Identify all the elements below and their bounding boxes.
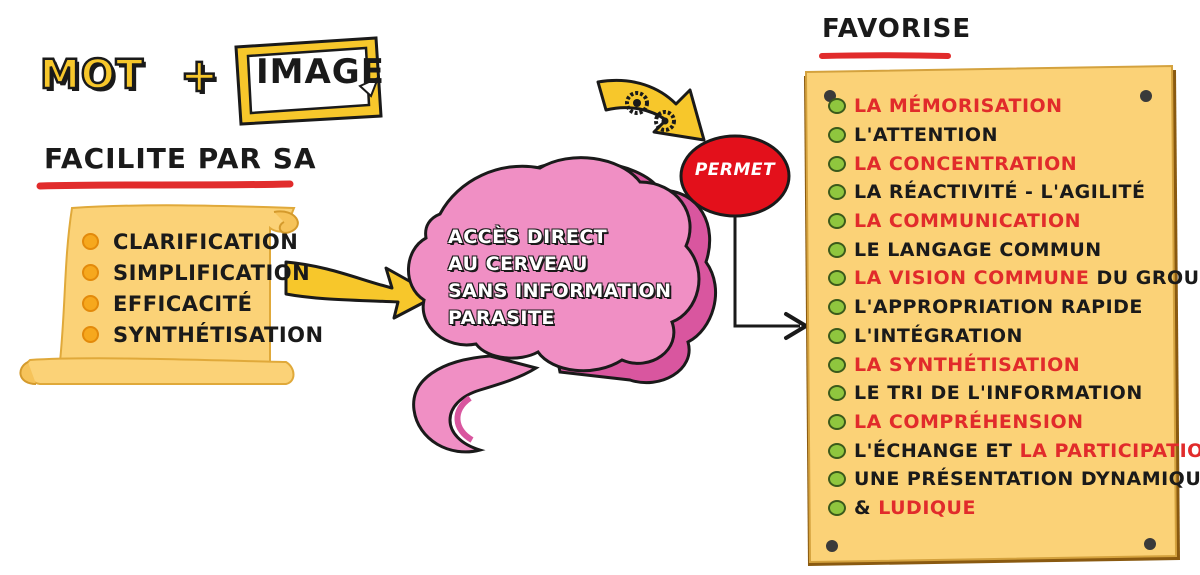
board-item-text: LA PARTICIPATION [1019, 439, 1200, 462]
scroll-parchment [19, 204, 299, 385]
scroll-item-label: EFFICACITÉ [113, 291, 253, 316]
board-item: LE TRI DE L'INFORMATION [828, 379, 1163, 408]
title-image: IMAGE [256, 52, 385, 92]
board-item-text: LA CONCENTRATION [854, 152, 1078, 175]
board-item-text: LE LANGAGE COMMUN [854, 238, 1102, 261]
bullet-dot [828, 413, 846, 430]
bullet-dot [828, 442, 846, 459]
scroll-list: CLARIFICATION SIMPLIFICATION EFFICACITÉ … [82, 226, 323, 350]
board-item: L'ATTENTION [828, 121, 1163, 150]
bullet-dot [82, 295, 99, 312]
bullet-dot [828, 98, 846, 115]
image-card [234, 36, 383, 126]
board-item-text: L'ATTENTION [854, 124, 998, 147]
title-plus: + [179, 47, 220, 104]
brain-text: ACCÈS DIRECT AU CERVEAU SANS INFORMATION… [448, 224, 672, 332]
board-item: LA COMPRÉHENSION [828, 408, 1163, 437]
scroll-item: SIMPLIFICATION [82, 257, 310, 288]
brain-line: PARASITE [448, 307, 555, 329]
board-item: LA SYNTHÉTISATION [828, 350, 1163, 379]
facilite-underline [36, 180, 294, 190]
bullet-dot [82, 233, 99, 250]
board-item-text: L'ÉCHANGE ET [854, 439, 1020, 462]
bullet-dot [828, 155, 846, 172]
facilite-label: FACILITE PAR SA [44, 142, 317, 175]
board-item-text: L'APPROPRIATION RAPIDE [854, 296, 1143, 319]
connector-arrowhead [784, 312, 808, 340]
bullet-dot [828, 499, 846, 516]
brain [407, 156, 717, 454]
bullet-dot [828, 385, 846, 402]
board-item-text: LA RÉACTIVITÉ - L'AGILITÉ [854, 181, 1146, 204]
board-item-text: LA MÉMORISATION [854, 95, 1063, 118]
scroll-item-label: SIMPLIFICATION [113, 260, 311, 285]
bullet-dot [828, 241, 846, 258]
board-item-text: LA COMPRÉHENSION [854, 410, 1084, 433]
bullet-dot [828, 327, 846, 344]
scroll-item: CLARIFICATION [82, 226, 298, 257]
bullet-dot [828, 471, 846, 488]
board-item: L'INTÉGRATION [828, 322, 1163, 351]
bullet-dot [828, 270, 846, 287]
board-item-text: DU GROUPE [1096, 267, 1200, 290]
scroll-item: SYNTHÉTISATION [82, 319, 323, 350]
bullet-dot [828, 299, 846, 316]
arrow-scroll-to-brain [284, 260, 438, 320]
board-item: LA COMMUNICATION [828, 207, 1163, 236]
bullet-dot [82, 264, 99, 281]
board-item-text: & [854, 496, 879, 519]
board-item-text: LA VISION COMMUNE [854, 267, 1090, 290]
board-item-text: UNE PRÉSENTATION DYNAMIQUE [854, 468, 1200, 491]
favorise-label: FAVORISE [822, 14, 972, 44]
board-item-text: LA COMMUNICATION [854, 210, 1081, 233]
board-item-text: LE TRI DE L'INFORMATION [854, 382, 1143, 405]
board-item: UNE PRÉSENTATION DYNAMIQUE [828, 465, 1200, 494]
bullet-dot [82, 326, 99, 343]
brain-line: ACCÈS DIRECT [448, 226, 608, 248]
title-mot: MOT [39, 51, 145, 100]
scroll-item-label: SYNTHÉTISATION [113, 322, 324, 347]
bullet-dot [828, 213, 846, 230]
board-item: LA MÉMORISATION [828, 92, 1163, 121]
board-item: L'ÉCHANGE ET LA PARTICIPATION [828, 436, 1200, 465]
permet-label: PERMET [694, 160, 776, 180]
permet-badge [679, 134, 791, 218]
board-item-text: LUDIQUE [878, 496, 976, 519]
bullet-dot [828, 184, 846, 201]
board-item: & LUDIQUE [828, 494, 1163, 523]
board-item: LA VISION COMMUNE DU GROUPE [828, 264, 1200, 293]
board-item: LE LANGAGE COMMUN [828, 235, 1163, 264]
brain-line: SANS INFORMATION [448, 280, 672, 302]
board-item-text: L'INTÉGRATION [854, 324, 1023, 347]
brain-line: AU CERVEAU [448, 253, 588, 275]
scroll-item-label: CLARIFICATION [113, 229, 299, 254]
board-item: LA CONCENTRATION [828, 149, 1163, 178]
scroll-item: EFFICACITÉ [82, 288, 282, 319]
gears-arrow [596, 78, 706, 142]
bullet-dot [828, 127, 846, 144]
board-item: L'APPROPRIATION RAPIDE [828, 293, 1163, 322]
favorise-board [804, 64, 1180, 566]
connector-arrow [733, 212, 800, 328]
gears-icon [625, 91, 676, 132]
board-item-text: LA SYNTHÉTISATION [854, 353, 1081, 376]
board-list: LA MÉMORISATION L'ATTENTION LA CONCENTRATI… [828, 92, 1200, 523]
bullet-dot [828, 356, 846, 373]
favorise-underline [819, 52, 951, 59]
board-item: LA RÉACTIVITÉ - L'AGILITÉ [828, 178, 1163, 207]
